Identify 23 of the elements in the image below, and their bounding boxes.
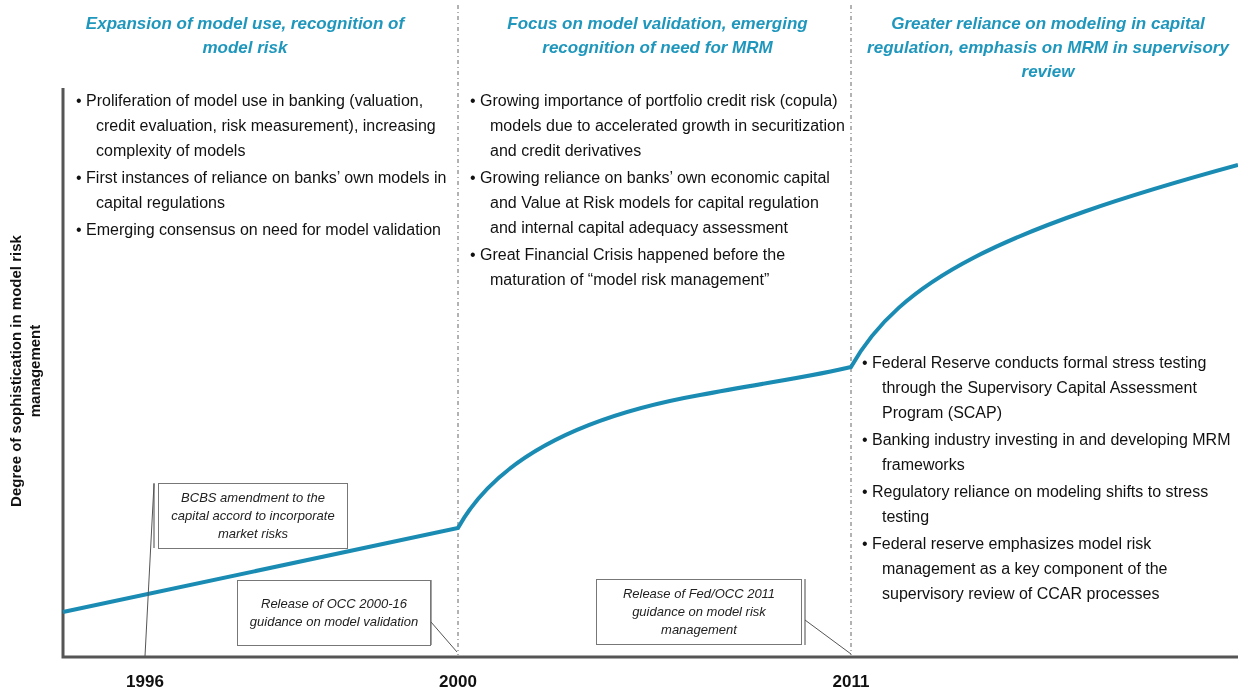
axis-tick-label: 1996 [126, 672, 164, 690]
callout-box: BCBS amendment to the capital accord to incorporate market risks [158, 483, 348, 549]
callout-box: Release of OCC 2000-16 guidance on model validation [237, 580, 431, 646]
section-heading: Greater reliance on modeling in capital regulation, emphasis on MRM in supervisory review [866, 13, 1231, 83]
bullet-item: • First instances of reliance on banks’ own models in capital regulations [76, 168, 448, 213]
axis-tick-label: 2000 [439, 672, 477, 690]
section-heading: Expansion of model use, recognition of model risk [84, 13, 407, 59]
bullet-item: • Proliferation of model use in banking (valuation, credit evaluation, risk measurement), increasing complexity of models [76, 91, 437, 161]
bullet-item: • Growing importance of portfolio credit risk (copula) models due to accelerated growth in securitization and credit derivatives [470, 91, 846, 161]
callout-box: Release of Fed/OCC 2011 guidance on model risk management [596, 579, 802, 645]
bullet-item: • Growing reliance on banks’ own economic capital and Value at Risk models for capital regulation and internal capital adequacy assessment [470, 168, 831, 238]
bullet-item: • Great Financial Crisis happened before the maturation of “model risk management” [470, 245, 787, 290]
axis-title: Degree of sophistication in model risk management [6, 234, 44, 509]
bullet-item: • Banking industry investing in and developing MRM frameworks [862, 430, 1232, 475]
bullet-item: • Emerging consensus on need for model validation [76, 220, 442, 240]
leader-line [430, 621, 458, 653]
leader-line [804, 619, 852, 655]
bullet-item: • Regulatory reliance on modeling shifts to stress testing [862, 482, 1210, 527]
section-heading: Focus on model validation, emerging recognition of need for MRM [506, 13, 809, 59]
leader-line [144, 483, 155, 657]
bullet-item: • Federal reserve emphasizes model risk management as a key component of the supervisory review of CCAR processes [862, 534, 1169, 604]
bullet-item: • Federal Reserve conducts formal stress testing through the Supervisory Capital Assessment Program (SCAP) [862, 353, 1208, 423]
axis-tick-label: 2011 [832, 672, 870, 690]
